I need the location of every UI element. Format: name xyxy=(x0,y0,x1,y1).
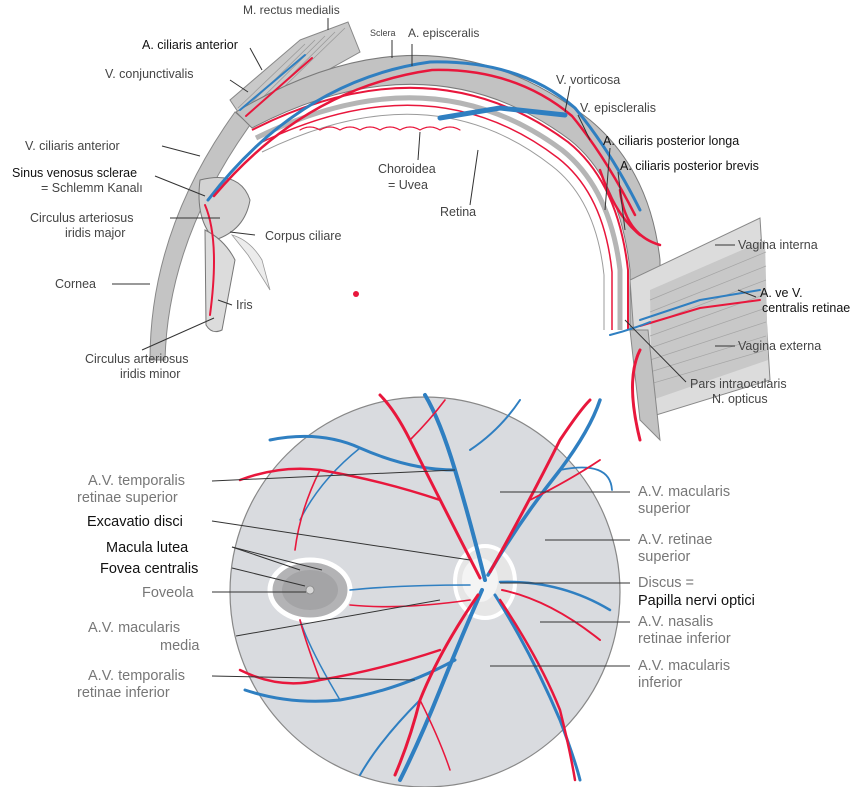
label-discus-1: Discus = xyxy=(638,575,694,591)
label-vagina-externa: Vagina externa xyxy=(738,339,821,353)
label-mac-inf-1: A.V. macularis xyxy=(638,658,730,674)
label-mac-inf-2: inferior xyxy=(638,675,682,691)
label-circulus-minor-2: iridis minor xyxy=(120,367,180,381)
label-discus-2: Papilla nervi optici xyxy=(638,593,755,609)
label-pars-2: N. opticus xyxy=(712,392,768,406)
label-mac-media-1: A.V. macularis xyxy=(88,620,180,636)
label-ciliaris-post-brevis: A. ciliaris posterior brevis xyxy=(620,159,759,173)
label-circulus-major-1: Circulus arteriosus xyxy=(30,211,134,225)
label-ret-sup-1: A.V. retinae xyxy=(638,532,712,548)
foveola xyxy=(306,586,314,594)
label-mac-sup-2: superior xyxy=(638,501,691,517)
label-conjunctivalis: V. conjunctivalis xyxy=(105,67,193,81)
label-sinus-1: Sinus venosus sclerae xyxy=(12,166,137,180)
label-ret-sup-2: superior xyxy=(638,549,691,565)
label-episcleralis-v: V. episcleralis xyxy=(580,101,656,115)
label-nasal-inf-1: A.V. nasalis xyxy=(638,614,713,630)
label-centralis-1: A. ve V. xyxy=(760,286,803,300)
label-ciliaris-anterior-v: V. ciliaris anterior xyxy=(25,139,120,153)
label-temp-inf-2: retinae inferior xyxy=(77,685,170,701)
label-temp-sup-2: retinae superior xyxy=(77,490,178,506)
eye-wall-section xyxy=(150,22,770,440)
label-cornea: Cornea xyxy=(55,277,96,291)
label-temp-inf-1: A.V. temporalis xyxy=(88,668,185,684)
label-pars-1: Pars intraocularis xyxy=(690,377,787,391)
label-mac-media-2: media xyxy=(160,638,200,654)
label-temp-sup-1: A.V. temporalis xyxy=(88,473,185,489)
label-ciliaris-anterior-a: A. ciliaris anterior xyxy=(142,38,238,52)
label-fovea: Fovea centralis xyxy=(100,561,198,577)
label-excavatio: Excavatio disci xyxy=(87,514,183,530)
label-iris: Iris xyxy=(236,298,253,312)
label-episceralis: A. episceralis xyxy=(408,26,479,40)
label-vagina-interna: Vagina interna xyxy=(738,238,818,252)
label-vorticosa: V. vorticosa xyxy=(556,73,620,87)
label-centralis-2: centralis retinae xyxy=(762,301,850,315)
label-mac-sup-1: A.V. macularis xyxy=(638,484,730,500)
label-choroidea-1: Choroidea xyxy=(378,162,436,176)
label-corpus-ciliare: Corpus ciliare xyxy=(265,229,341,243)
label-circulus-major-2: iridis major xyxy=(65,226,125,240)
fundus xyxy=(230,395,620,787)
label-choroidea-2: = Uvea xyxy=(388,178,428,192)
label-circulus-minor-1: Circulus arteriosus xyxy=(85,352,189,366)
label-rectus: M. rectus medialis xyxy=(243,3,340,17)
label-nasal-inf-2: retinae inferior xyxy=(638,631,731,647)
label-sinus-2: = Schlemm Kanalı xyxy=(41,181,143,195)
label-ciliaris-post-longa: A. ciliaris posterior longa xyxy=(603,134,739,148)
label-sclera: Sclera xyxy=(370,28,396,38)
iris xyxy=(205,230,235,332)
label-foveola: Foveola xyxy=(142,585,195,601)
label-retina: Retina xyxy=(440,205,476,219)
label-macula: Macula lutea xyxy=(106,540,189,556)
